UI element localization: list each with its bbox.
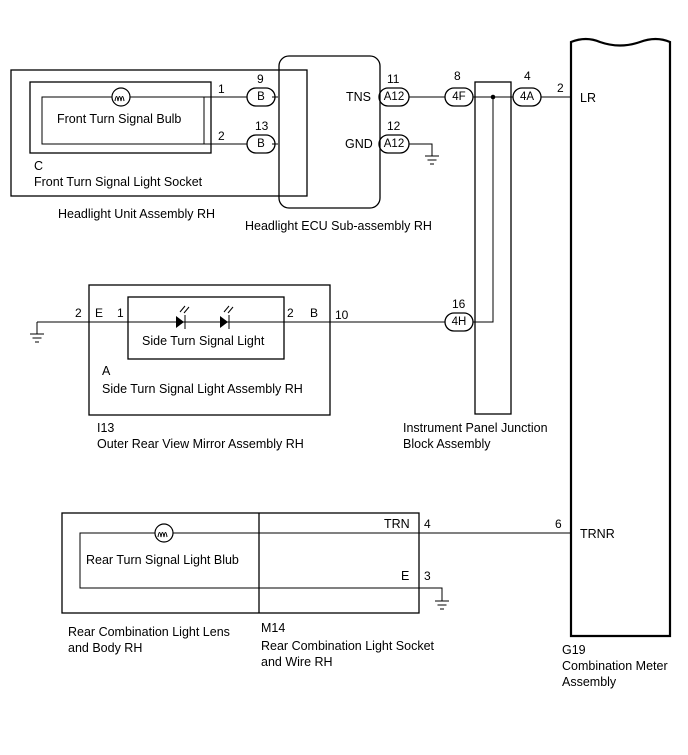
led-icon [176, 305, 190, 329]
connector-b-13 [246, 134, 276, 154]
jb-pin-8: 8 [454, 69, 461, 83]
front-socket-pin-2: 2 [218, 129, 225, 143]
meter-code: G19 [562, 643, 586, 657]
headlight-unit-box [10, 69, 308, 197]
rear-terminal-trn: TRN [384, 517, 410, 531]
front-socket-label: Front Turn Signal Light Socket [34, 175, 203, 189]
front-socket-code: C [34, 159, 43, 173]
ecu-pin-12: 12 [387, 119, 401, 133]
rear-bulb-icon [154, 523, 174, 543]
rear-pin-4: 4 [424, 517, 431, 531]
rear-socket-label-1: Rear Combination Light Socket [261, 639, 435, 653]
ecu-pin-9: 9 [257, 72, 264, 86]
meter-label-2: Assembly [562, 675, 617, 689]
combination-meter-box [569, 37, 672, 638]
rear-lens-label-2: and Body RH [68, 641, 142, 655]
meter-label-1: Combination Meter [562, 659, 668, 673]
rear-combination-box [61, 512, 420, 614]
mirror-pin-1: 1 [117, 306, 124, 320]
meter-terminal-trnr: TRNR [580, 527, 615, 541]
ecu-terminal-tns: TNS [346, 90, 371, 104]
front-socket-pin-1: 1 [218, 82, 225, 96]
connector-4h-label: 4H [452, 316, 467, 328]
ecu-pin-11: 11 [387, 72, 400, 86]
connector-b-13-label: B [257, 138, 265, 150]
side-light-box [127, 296, 285, 360]
mirror-ground-icon [30, 333, 44, 343]
connector-4a-label: 4A [520, 91, 534, 103]
rear-terminal-e: E [401, 569, 409, 583]
rear-socket-label-2: and Wire RH [261, 655, 333, 669]
mirror-terminal-e: E [95, 306, 103, 320]
ecu-terminal-gnd: GND [345, 137, 373, 151]
ecu-pin-13: 13 [255, 119, 269, 133]
rear-lens-label-1: Rear Combination Light Lens [68, 625, 230, 639]
connector-b-9 [246, 87, 276, 107]
connector-b-9-label: B [257, 91, 265, 103]
ecu-ground-icon [425, 155, 439, 165]
mirror-pin-2-right: 2 [287, 306, 294, 320]
headlight-ecu-box [278, 55, 381, 209]
mirror-terminal-b: B [310, 306, 318, 320]
mirror-pin-10: 10 [335, 308, 349, 322]
connector-a12-12-label: A12 [384, 138, 404, 150]
front-bulb-label: Front Turn Signal Bulb [57, 112, 181, 126]
mirror-box [88, 284, 331, 416]
jb-pin-16: 16 [452, 297, 466, 311]
headlight-unit-label: Headlight Unit Assembly RH [58, 207, 215, 221]
side-light-label: Side Turn Signal Light [142, 334, 265, 348]
junction-block-box [474, 81, 512, 415]
mirror-pin-2-left: 2 [75, 306, 82, 320]
rear-pin-3: 3 [424, 569, 431, 583]
rear-ground-icon [435, 600, 449, 610]
jb-pin-4: 4 [524, 69, 531, 83]
side-assembly-label: Side Turn Signal Light Assembly RH [102, 382, 303, 396]
mirror-code: I13 [97, 421, 114, 435]
connector-a12-11-label: A12 [384, 91, 404, 103]
rear-bulb-label: Rear Turn Signal Light Blub [86, 553, 239, 567]
connector-4f-label: 4F [452, 91, 465, 103]
side-assembly-code: A [102, 364, 111, 378]
meter-pin-2: 2 [557, 81, 564, 95]
led-icon [220, 305, 234, 329]
front-turn-socket-box [29, 81, 212, 154]
mirror-label: Outer Rear View Mirror Assembly RH [97, 437, 304, 451]
junction-block-label-2: Block Assembly [403, 437, 491, 451]
rear-socket-code: M14 [261, 621, 285, 635]
headlight-ecu-label: Headlight ECU Sub-assembly RH [245, 219, 432, 233]
front-bulb-icon [111, 87, 131, 107]
meter-terminal-lr: LR [580, 91, 596, 105]
junction-block-label-1: Instrument Panel Junction [403, 421, 548, 435]
meter-pin-6: 6 [555, 517, 562, 531]
